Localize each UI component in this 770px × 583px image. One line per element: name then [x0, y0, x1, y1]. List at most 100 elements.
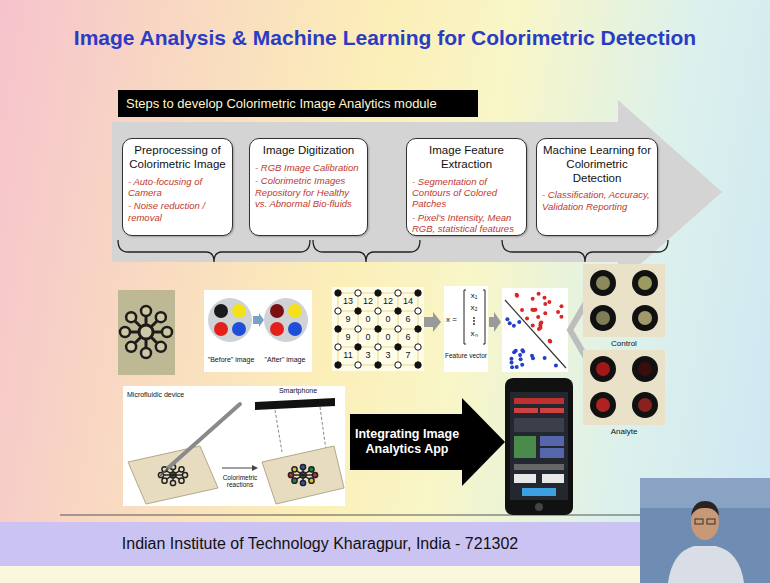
- phone-app: [514, 464, 564, 470]
- pixel-value: 12: [360, 296, 376, 306]
- phone-app: [505, 378, 573, 515]
- image-caption: Analyte: [583, 427, 665, 436]
- control-image: [596, 276, 610, 290]
- phone-app: [514, 398, 564, 404]
- vector-caption: Feature vector: [444, 352, 488, 359]
- scatter-plot: [515, 293, 519, 297]
- scatter-plot: [531, 323, 535, 327]
- device-illustration: [158, 464, 187, 485]
- phone-app: [505, 378, 573, 515]
- scatter-plot: [510, 360, 514, 364]
- image-caption: Control: [583, 339, 665, 348]
- scatter-plot: [518, 353, 522, 357]
- step-heading: Preprocessing of Colorimetric Image: [128, 144, 227, 172]
- pixel-value: 13: [340, 296, 356, 306]
- scatter-plot: [520, 348, 524, 352]
- pixel-value: 11: [340, 350, 356, 360]
- before-after-image: [270, 304, 284, 318]
- device-illustration: [222, 468, 252, 469]
- step-bullet: - Classification, Accuracy, Validation R…: [542, 189, 652, 212]
- phone-app: [535, 503, 543, 511]
- arrow-outline: [350, 398, 505, 486]
- scatter-plot: [559, 315, 563, 319]
- scatter-plot: [554, 364, 558, 368]
- before-after-image: [270, 322, 284, 336]
- before-after-image: [288, 322, 302, 336]
- device-illustration: [252, 465, 258, 471]
- pixel-value: 0: [380, 314, 396, 324]
- microfluidic-image: [162, 327, 172, 337]
- analyte-image: [632, 356, 658, 382]
- step-bullet: - Noise reduction / removal: [128, 200, 227, 223]
- image-caption: "Before" image: [206, 356, 256, 364]
- device-illustration: [162, 478, 167, 483]
- scatter-plot: [548, 340, 552, 344]
- microfluidic-image: [118, 290, 175, 375]
- pixel-grid: [375, 362, 381, 368]
- device-illustration: [170, 480, 175, 485]
- phone-app: [514, 436, 536, 458]
- scatter-plot: [531, 356, 535, 360]
- analyte-image: [638, 362, 652, 376]
- device-illustration: [160, 468, 168, 476]
- scatter-plot: [508, 321, 512, 325]
- device-illustration: [128, 446, 218, 504]
- part-label: Smartphone: [268, 387, 328, 395]
- node-text: Steps to develop Colorimetric Image Anal…: [126, 96, 437, 111]
- bracket: [118, 240, 668, 262]
- device-illustration: [309, 478, 314, 483]
- step-heading: Image Feature Extraction: [412, 144, 521, 172]
- device-illustration: [300, 480, 305, 485]
- bracket: [313, 240, 420, 262]
- control-image: [596, 311, 610, 325]
- feature-vector: [473, 320, 475, 322]
- pixel-value: 0: [380, 332, 396, 342]
- device-illustration: [170, 472, 176, 478]
- device-illustration: [255, 398, 335, 410]
- scatter-plot: [538, 326, 542, 330]
- arrow-text-area: Integrating Image Analytics App: [354, 414, 460, 470]
- scatter-plot: [543, 302, 547, 306]
- before-after-image: [214, 304, 228, 318]
- phone-app: [522, 488, 556, 496]
- scatter-plot: [517, 320, 521, 324]
- analyte-image: [583, 350, 665, 425]
- presenter-video: [668, 546, 744, 583]
- pixel-value: 9: [340, 332, 356, 342]
- vector-symbol: x =: [446, 315, 463, 324]
- pixel-value: 14: [400, 296, 416, 306]
- scatter-plot: [505, 317, 509, 321]
- flow-arrow: [424, 312, 441, 332]
- before-after-image: [208, 298, 252, 342]
- pixel-value: 9: [340, 314, 356, 324]
- scatter-plot: [525, 317, 529, 321]
- analyte-image: [632, 392, 658, 418]
- process-box: Preprocessing of Colorimetric Image- Aut…: [122, 138, 233, 236]
- microfluidic-image: [156, 342, 166, 352]
- footer-band: Indian Institute of Technology Kharagpur…: [0, 522, 640, 566]
- control-image: [632, 270, 658, 296]
- device-illustration: [300, 464, 305, 469]
- scatter-plot: [515, 294, 519, 298]
- microfluidic-image: [120, 306, 172, 358]
- scatter-plot: [537, 292, 541, 296]
- device-illustration: [275, 410, 282, 452]
- scatter-plot: [510, 365, 514, 369]
- before-after-image: [214, 322, 228, 336]
- control-image: [590, 305, 616, 331]
- slide-title: Image Analysis & Machine Learning for Co…: [60, 22, 710, 54]
- phone-app: [540, 436, 564, 446]
- device-illustration: [168, 404, 240, 468]
- microfluidic-image: [120, 327, 130, 337]
- phone-app: [542, 474, 564, 483]
- flow-arrow: [489, 312, 501, 332]
- bracket: [118, 240, 310, 262]
- step-bullet: - Colorimetric Images Repository for Hea…: [255, 175, 362, 209]
- scatter-plot: [502, 288, 568, 372]
- scatter-plot: [548, 339, 552, 343]
- process-arrow: [112, 100, 722, 284]
- scatter-plot: [502, 288, 568, 372]
- before-after-image: [204, 290, 312, 372]
- phone-app: [514, 418, 564, 432]
- arrow-label: Integrating Image Analytics App: [354, 427, 460, 457]
